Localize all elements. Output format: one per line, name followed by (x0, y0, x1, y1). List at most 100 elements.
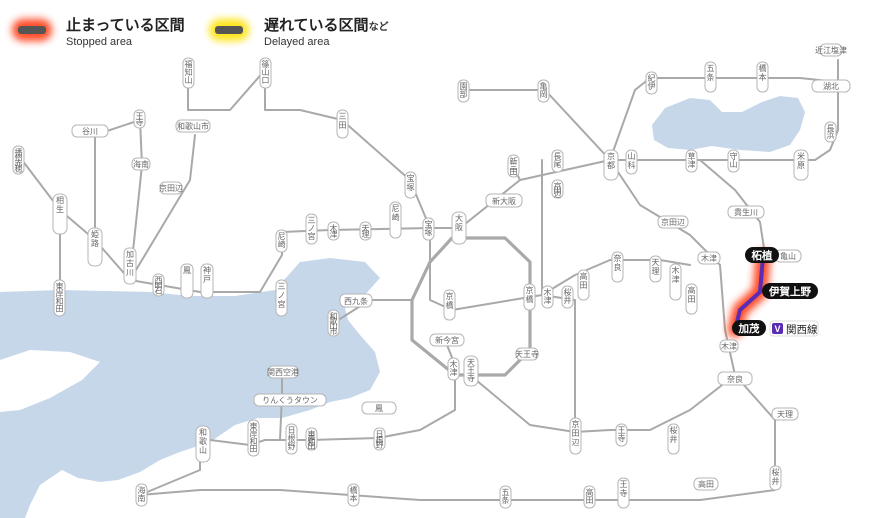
station[interactable]: 京田辺 (657, 215, 689, 229)
station[interactable]: 草津 (685, 149, 698, 173)
station[interactable]: 新三田 (507, 154, 520, 178)
station[interactable]: 三ノ宮 (305, 213, 318, 245)
station[interactable]: 長浜 (824, 121, 837, 143)
station[interactable]: 湖北 (811, 79, 851, 93)
svg-text:五条: 五条 (502, 488, 510, 505)
svg-text:木津: 木津 (721, 341, 737, 351)
line-badge-kansai[interactable]: V 関西線 (769, 320, 819, 337)
station[interactable]: 園部 (457, 79, 470, 103)
station[interactable]: 高田 (577, 269, 590, 301)
station[interactable]: 天理 (649, 255, 662, 283)
station[interactable]: 東岸和田 (247, 419, 260, 457)
station[interactable]: 京都 (603, 149, 619, 181)
alert-station-iga-ueno[interactable]: 伊賀上野 (762, 283, 818, 299)
station[interactable]: 木津 (697, 251, 721, 265)
station[interactable]: 相生 (52, 193, 68, 235)
station[interactable]: 姫路 (87, 227, 103, 267)
station[interactable]: 播州赤穂 (12, 145, 25, 175)
station[interactable]: 木津 (327, 221, 340, 241)
station[interactable]: 新今宮 (429, 333, 465, 347)
station[interactable]: 桜井 (769, 465, 782, 491)
station[interactable]: 西九条 (339, 293, 373, 308)
station[interactable]: 三ノ宮 (275, 279, 288, 317)
alert-station-tsuge[interactable]: 柘植 (745, 247, 779, 263)
station[interactable]: 高田 (685, 283, 698, 315)
station[interactable]: 木津 (719, 339, 739, 353)
station[interactable]: 京橋 (523, 283, 536, 311)
kyoto-north-line (459, 89, 611, 161)
svg-text:近江塩津: 近江塩津 (815, 45, 847, 55)
station[interactable]: 王寺 (617, 477, 630, 509)
station[interactable]: 木津 (541, 285, 554, 309)
station[interactable]: 橋本 (347, 483, 360, 507)
station[interactable]: 加古川 (123, 247, 137, 285)
station[interactable]: 高田 (583, 485, 596, 509)
station[interactable]: 亀岡 (537, 79, 550, 103)
station[interactable]: 和歌山 (195, 425, 211, 463)
svg-text:草津: 草津 (688, 151, 696, 169)
station[interactable]: 新大阪 (485, 193, 523, 208)
station[interactable]: りんくうタウン (253, 393, 327, 407)
tozai-line (429, 227, 543, 311)
station[interactable]: 日根野 (373, 427, 386, 451)
alert-station-kamo[interactable]: 加茂 (732, 320, 766, 336)
station[interactable]: 奈良 (611, 251, 624, 283)
station[interactable]: 天王寺 (463, 355, 479, 387)
station[interactable]: 鳳 (361, 401, 397, 415)
station[interactable]: 木津 (669, 263, 682, 301)
station[interactable]: 守山 (727, 149, 740, 173)
station[interactable]: 福知山 (182, 57, 195, 89)
station[interactable]: 東岸和田 (305, 427, 318, 451)
station[interactable]: 長尾 (551, 149, 564, 173)
svg-text:桜井: 桜井 (670, 425, 678, 444)
station[interactable]: 高田 (693, 477, 719, 491)
station[interactable]: 京田辺 (551, 179, 564, 199)
station[interactable]: 海南 (131, 157, 151, 171)
station[interactable]: 山科 (625, 149, 638, 175)
station[interactable]: 宝塚 (404, 171, 417, 199)
station[interactable]: 京田辺 (159, 181, 183, 195)
station[interactable]: 鳳 (180, 263, 194, 299)
station[interactable]: 天理 (771, 407, 799, 421)
station[interactable]: 紀伊 (645, 71, 658, 95)
station[interactable]: 海南 (135, 483, 148, 507)
station[interactable]: 王寺 (133, 109, 146, 129)
station[interactable]: 王寺 (615, 423, 628, 447)
station[interactable]: 橋本 (756, 61, 769, 93)
station[interactable]: 桜井 (667, 423, 680, 455)
station[interactable]: 日根野 (285, 423, 298, 455)
station[interactable]: 天王寺 (515, 347, 539, 361)
station[interactable]: 尼崎 (389, 201, 402, 239)
station[interactable]: 西明石 (152, 273, 165, 297)
station[interactable]: 木津 (447, 357, 460, 381)
station[interactable]: 天理 (359, 221, 372, 241)
svg-text:米原: 米原 (797, 151, 805, 170)
station[interactable]: 五条 (704, 61, 717, 93)
station[interactable]: 奈良 (717, 371, 753, 386)
svg-text:東岸和田: 東岸和田 (56, 281, 64, 314)
station[interactable]: 五条 (499, 485, 512, 509)
station[interactable]: 篠山口 (259, 57, 272, 89)
svg-text:紀伊: 紀伊 (648, 73, 656, 91)
station[interactable]: 京橋 (443, 289, 456, 321)
svg-text:王寺: 王寺 (136, 112, 144, 127)
station[interactable]: 貴生川 (727, 205, 765, 219)
station[interactable]: 宝塚 (422, 217, 435, 241)
station[interactable]: 和歌山市 (327, 309, 340, 337)
svg-text:西明石: 西明石 (155, 276, 163, 296)
station[interactable]: 神戸 (200, 263, 214, 299)
station[interactable]: 米原 (793, 149, 809, 181)
station[interactable]: 大阪 (451, 211, 467, 245)
station[interactable]: 谷川 (71, 124, 109, 138)
svg-text:V: V (774, 324, 780, 334)
station[interactable]: 尼崎 (275, 229, 288, 253)
station[interactable]: 桜井 (561, 285, 574, 309)
station[interactable]: 関西空港 (267, 365, 299, 379)
station[interactable]: 京田辺 (569, 417, 582, 455)
station[interactable]: 近江塩津 (815, 43, 847, 57)
svg-text:亀岡: 亀岡 (540, 81, 548, 99)
station[interactable]: 東岸和田 (53, 279, 66, 317)
station[interactable]: 三田 (336, 109, 349, 139)
station[interactable]: 和歌山市 (175, 119, 211, 133)
